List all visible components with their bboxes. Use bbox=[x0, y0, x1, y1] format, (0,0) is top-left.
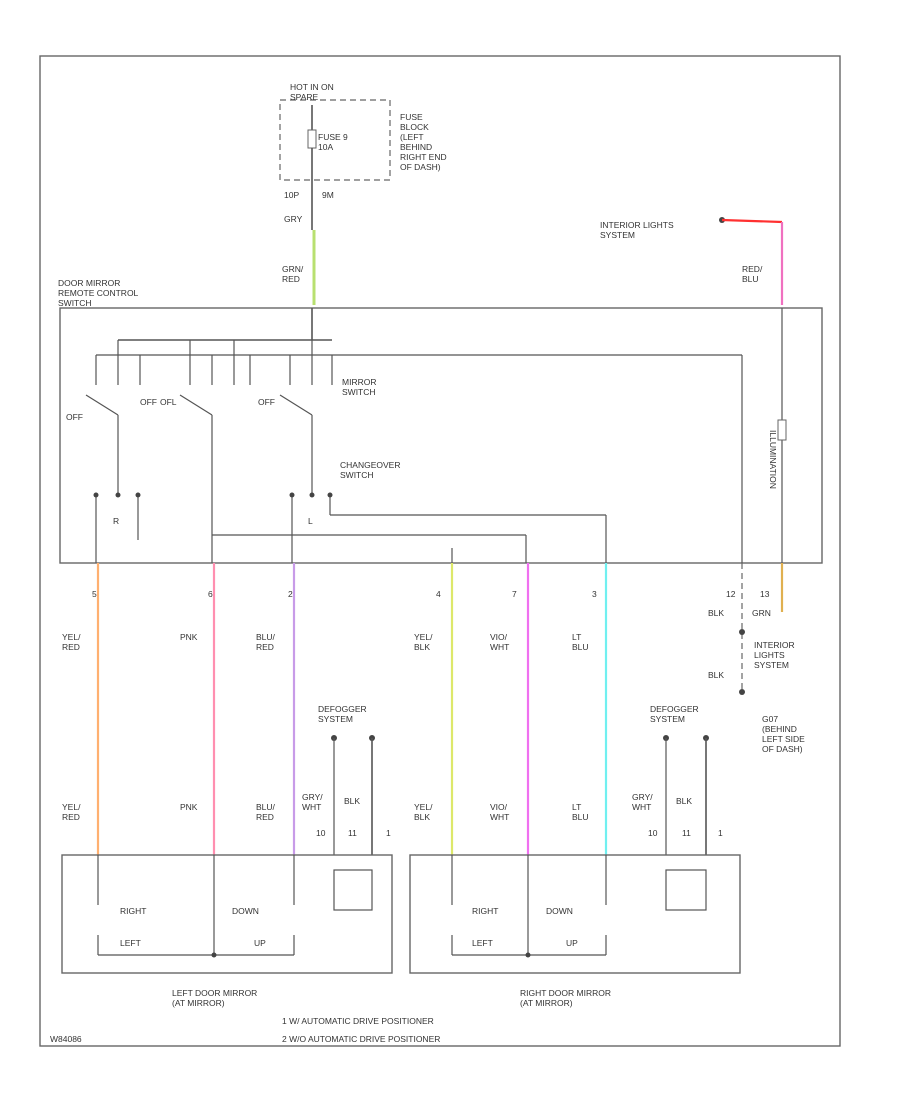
wire-label-yel-blk-upper: YEL/BLK bbox=[414, 632, 433, 652]
left-mirror-label: LEFT DOOR MIRROR(AT MIRROR) bbox=[172, 988, 257, 1008]
wire-label-blu-red-lower: BLU/RED bbox=[256, 802, 276, 822]
left-mirror-box bbox=[61, 854, 393, 974]
pin-5: 5 bbox=[92, 589, 97, 599]
gry-wht-left: GRY/WHT bbox=[302, 792, 323, 812]
wire-label-yel-red-lower: YEL/RED bbox=[62, 802, 81, 822]
right-mirror-internals bbox=[451, 855, 707, 958]
diagram-id: W84086 bbox=[50, 1034, 82, 1044]
right-left-label: LEFT bbox=[472, 938, 493, 948]
off-3: OFF bbox=[258, 397, 275, 407]
pin-3: 3 bbox=[592, 589, 597, 599]
pin-13: 13 bbox=[760, 589, 770, 599]
wire-red-blu: RED/BLU bbox=[742, 264, 763, 284]
left-up-label: UP bbox=[254, 938, 266, 948]
wire-label-yel-red-upper: YEL/RED bbox=[62, 632, 81, 652]
pin10-left: 10 bbox=[316, 828, 326, 838]
left-down-label: DOWN bbox=[232, 906, 259, 916]
wire-label-yel-blk-lower: YEL/BLK bbox=[414, 802, 433, 822]
right-right-label: RIGHT bbox=[472, 906, 498, 916]
gry-wht-right: GRY/WHT bbox=[632, 792, 653, 812]
fuse-symbol bbox=[307, 129, 317, 149]
pin-top-left: 10P bbox=[284, 190, 299, 200]
blk-right: BLK bbox=[676, 796, 692, 806]
r-label: R bbox=[113, 516, 119, 526]
pin1-right: 1 bbox=[718, 828, 723, 838]
left-mirror-internals bbox=[97, 855, 373, 958]
left-right-label: RIGHT bbox=[120, 906, 146, 916]
right-mirror-box bbox=[409, 854, 741, 974]
pin11-left: 11 bbox=[348, 828, 357, 838]
pin1-left: 1 bbox=[386, 828, 391, 838]
wire-gry: GRY bbox=[284, 214, 303, 224]
pin-4: 4 bbox=[436, 589, 441, 599]
legend-1: 1 W/ AUTOMATIC DRIVE POSITIONER bbox=[282, 1016, 434, 1026]
wire-label-grn: GRN bbox=[752, 608, 771, 618]
wire-grn-red: GRN/RED bbox=[282, 264, 304, 284]
right-mirror-label: RIGHT DOOR MIRROR(AT MIRROR) bbox=[520, 988, 611, 1008]
ofl-label: OFL bbox=[160, 397, 177, 407]
fuse-block-box bbox=[279, 99, 391, 181]
wire-label-blk-lower: BLK bbox=[708, 670, 724, 680]
ground-terminal bbox=[739, 689, 745, 695]
l-label: L bbox=[308, 516, 313, 526]
wire-label-pnk-lower: PNK bbox=[180, 802, 198, 812]
pin-2: 2 bbox=[288, 589, 293, 599]
ground-splice bbox=[739, 629, 745, 635]
left-left-label: LEFT bbox=[120, 938, 141, 948]
pin10-right: 10 bbox=[648, 828, 658, 838]
off-2: OFF bbox=[140, 397, 157, 407]
pin-12: 12 bbox=[726, 589, 736, 599]
pin11-right: 11 bbox=[682, 828, 691, 838]
wire-label-vio-wht-upper: VIO/WHT bbox=[490, 632, 509, 652]
wire-label-vio-wht-lower: VIO/WHT bbox=[490, 802, 509, 822]
wire-label-blu-red-upper: BLU/RED bbox=[256, 632, 276, 652]
off-1: OFF bbox=[66, 412, 83, 422]
illumination-lamp bbox=[777, 419, 787, 441]
remote-control-switch-box bbox=[59, 307, 823, 564]
blk-left: BLK bbox=[344, 796, 360, 806]
pin-top-right: 9M bbox=[322, 190, 334, 200]
pin-7: 7 bbox=[512, 589, 517, 599]
right-down-label: DOWN bbox=[546, 906, 573, 916]
legend-2: 2 W/O AUTOMATIC DRIVE POSITIONER bbox=[282, 1034, 440, 1044]
switch-contacts bbox=[85, 340, 607, 563]
pin-6: 6 bbox=[208, 589, 213, 599]
wire-label-pnk-upper: PNK bbox=[180, 632, 198, 642]
outer-frame bbox=[39, 55, 841, 1047]
red-wire-top bbox=[721, 218, 783, 224]
illumination-label: ILLUMINATION bbox=[768, 430, 778, 489]
wire-label-blk: BLK bbox=[708, 608, 724, 618]
right-up-label: UP bbox=[566, 938, 578, 948]
